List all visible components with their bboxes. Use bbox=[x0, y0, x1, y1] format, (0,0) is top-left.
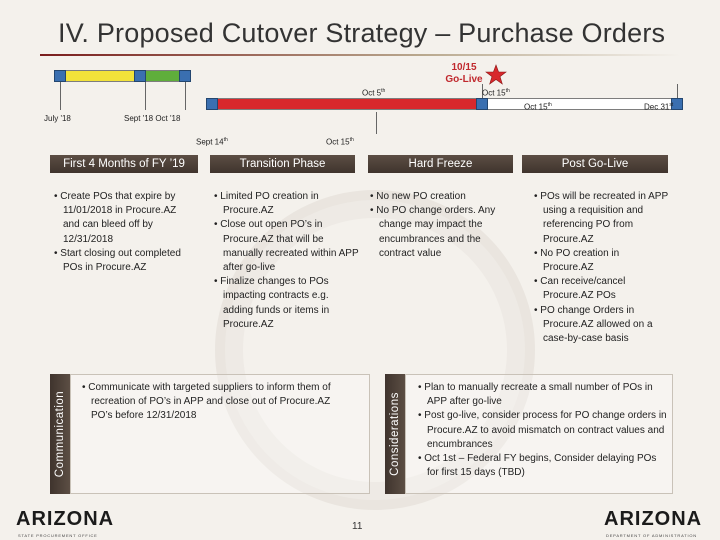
timeline-marker bbox=[54, 70, 66, 82]
list-item: • Limited PO creation in Procure.AZ bbox=[214, 190, 359, 218]
considerations-label: Considerations bbox=[385, 374, 405, 494]
header-transition-phase: Transition Phase bbox=[210, 155, 355, 173]
considerations-content: • Plan to manually recreate a small numb… bbox=[418, 381, 670, 480]
timeline-tick bbox=[185, 82, 186, 110]
considerations-label-text: Considerations bbox=[389, 392, 401, 476]
logo-right-subtitle: DEPARTMENT OF ADMINISTRATION bbox=[606, 533, 697, 538]
label-oct-15-low: Oct 15th bbox=[326, 137, 354, 147]
go-live-label: 10/15 Go-Live bbox=[442, 62, 486, 86]
title-divider bbox=[40, 54, 680, 56]
list-item: • Communicate with targeted suppliers to… bbox=[82, 381, 347, 424]
label-oct-15-right: Oct 15th bbox=[524, 102, 552, 112]
header-hard-freeze: Hard Freeze bbox=[368, 155, 513, 173]
timeline-tick bbox=[145, 82, 146, 110]
list-item: • PO change Orders in Procure.AZ allowed… bbox=[534, 304, 669, 347]
communication-label-text: Communication bbox=[54, 391, 66, 477]
list-item: • Can receive/cancel Procure.AZ POs bbox=[534, 275, 669, 303]
communication-content: • Communicate with targeted suppliers to… bbox=[82, 381, 347, 424]
header-post-go-live: Post Go-Live bbox=[522, 155, 668, 173]
timeline-marker bbox=[179, 70, 191, 82]
page-number: 11 bbox=[352, 521, 362, 532]
label-oct-5: Oct 5th bbox=[362, 88, 385, 98]
timeline-tick bbox=[60, 82, 61, 110]
logo-left-subtitle: STATE PROCUREMENT OFFICE bbox=[18, 533, 98, 538]
timeline-bar-yellow bbox=[60, 70, 140, 82]
go-live-star-icon bbox=[485, 64, 507, 86]
list-item: • No PO change orders. Any change may im… bbox=[370, 204, 515, 261]
list-item: • Start closing out completed POs in Pro… bbox=[54, 247, 194, 275]
timeline-marker bbox=[206, 98, 218, 110]
arizona-logo-left: ARIZONA bbox=[16, 508, 114, 531]
timeline-tick bbox=[677, 84, 678, 98]
timeline-marker bbox=[476, 98, 488, 110]
list-item: • Create POs that expire by 11/01/2018 i… bbox=[54, 190, 194, 247]
list-item: • Close out open PO’s in Procure.AZ that… bbox=[214, 218, 359, 275]
timeline-marker bbox=[134, 70, 146, 82]
column-post-go-live: • POs will be recreated in APP using a r… bbox=[534, 190, 669, 346]
list-item: • No PO creation in Procure.AZ bbox=[534, 247, 669, 275]
label-sept-14: Sept 14th bbox=[196, 137, 228, 147]
list-item: • Post go-live, consider process for PO … bbox=[418, 409, 670, 452]
label-sept-oct-18: Sept '18 Oct '18 bbox=[124, 114, 180, 123]
timeline-bar-red bbox=[212, 98, 482, 110]
column-transition-phase: • Limited PO creation in Procure.AZ • Cl… bbox=[214, 190, 359, 332]
timeline-tick bbox=[376, 112, 377, 134]
column-first-4-months: • Create POs that expire by 11/01/2018 i… bbox=[54, 190, 194, 275]
communication-label: Communication bbox=[50, 374, 70, 494]
header-first-4-months: First 4 Months of FY ’19 bbox=[50, 155, 198, 173]
go-live-text: Go-Live bbox=[442, 74, 486, 86]
label-dec-31: Dec 31st bbox=[644, 102, 673, 112]
arizona-logo-right: ARIZONA bbox=[604, 508, 702, 531]
label-july-18: July '18 bbox=[44, 114, 71, 123]
list-item: • Finalize changes to POs impacting cont… bbox=[214, 275, 359, 332]
go-live-date: 10/15 bbox=[442, 62, 486, 74]
label-oct-15-top: Oct 15th bbox=[482, 88, 510, 98]
list-item: • Oct 1st – Federal FY begins, Consider … bbox=[418, 452, 670, 480]
list-item: • POs will be recreated in APP using a r… bbox=[534, 190, 669, 247]
list-item: • No new PO creation bbox=[370, 190, 515, 204]
list-item: • Plan to manually recreate a small numb… bbox=[418, 381, 670, 409]
column-hard-freeze: • No new PO creation • No PO change orde… bbox=[370, 190, 515, 261]
slide-title: IV. Proposed Cutover Strategy – Purchase… bbox=[58, 18, 665, 49]
